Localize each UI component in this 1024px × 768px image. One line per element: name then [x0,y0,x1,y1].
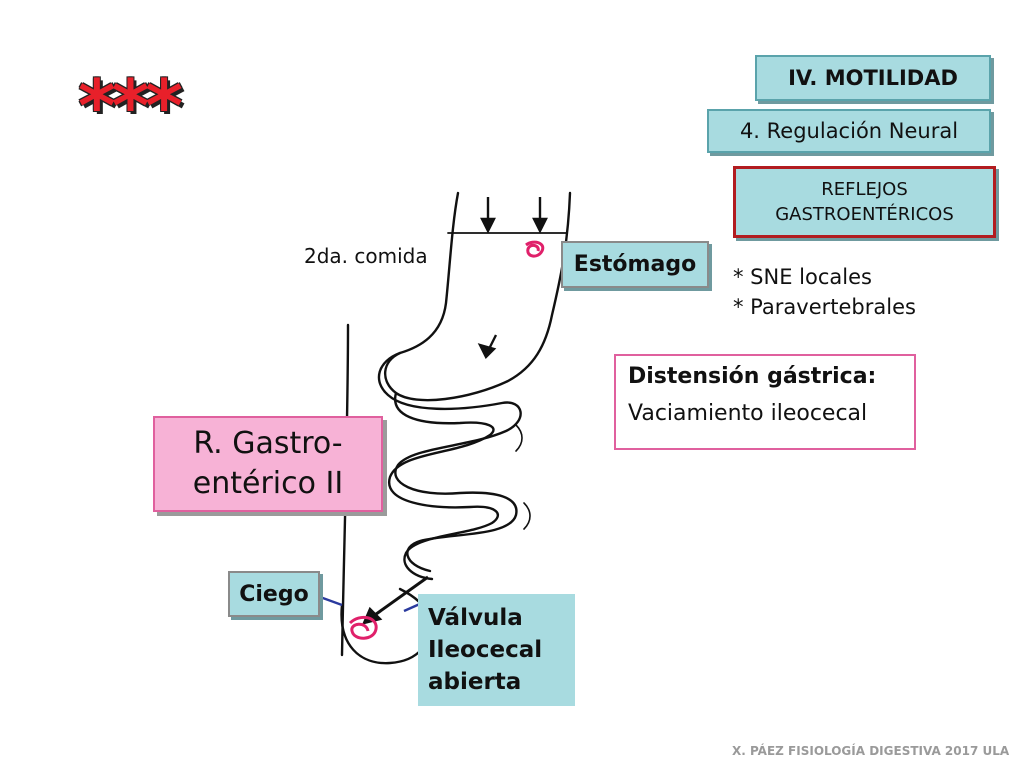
subsection-title-box: 4. Regulación Neural [707,109,991,153]
reflex-type-sne: * SNE locales [733,265,872,289]
intestine-loop-1 [377,351,522,573]
reflex-type-paravertebral: * Paravertebrales [733,295,916,319]
stars-decoration: *** [78,64,183,148]
reflex-types-list: * SNE locales * Paravertebrales [733,262,916,322]
valve-pointer-left [320,595,343,607]
topic-line-1: REFLEJOS [821,179,908,200]
cecum-label-box: Ciego [228,571,320,617]
meal-label: 2da. comida [304,244,428,268]
section-title: IV. MOTILIDAD [788,66,958,90]
reflex-label-line-1: R. Gastro- [193,426,343,461]
section-title-box: IV. MOTILIDAD [755,55,991,101]
reflex-label-line-2: entérico II [192,466,344,501]
stomach-label: Estómago [573,252,697,277]
reflex-label-box: R. Gastro- entérico II [153,416,383,512]
valve-label-line-3: abierta [428,669,522,695]
distension-title: Distensión gástrica: [628,364,877,389]
cecum-label: Ciego [239,581,309,607]
topic-box: REFLEJOS GASTROENTÉRICOS [733,166,996,238]
subsection-title: 4. Regulación Neural [739,119,959,143]
topic-line-2: GASTROENTÉRICOS [775,204,954,225]
valve-label-line-2: Ileocecal [428,637,543,663]
valve-label-box: Válvula Ileocecal abierta [418,594,575,706]
valve-label-line-1: Válvula [428,605,523,631]
intestine-loop-2 [388,391,499,581]
distension-box: Distensión gástrica: Vaciamiento ileocec… [614,354,916,450]
bolus-stomach-icon [525,240,545,258]
distension-effect: Vaciamiento ileocecal [628,401,868,426]
bolus-cecum-icon [348,615,378,640]
arrow-to-valve [371,575,429,619]
stomach-outline [384,191,572,402]
stomach-label-box: Estómago [561,241,709,288]
footer-credit: X. PÁEZ FISIOLOGÍA DIGESTIVA 2017 ULA [732,744,1010,758]
